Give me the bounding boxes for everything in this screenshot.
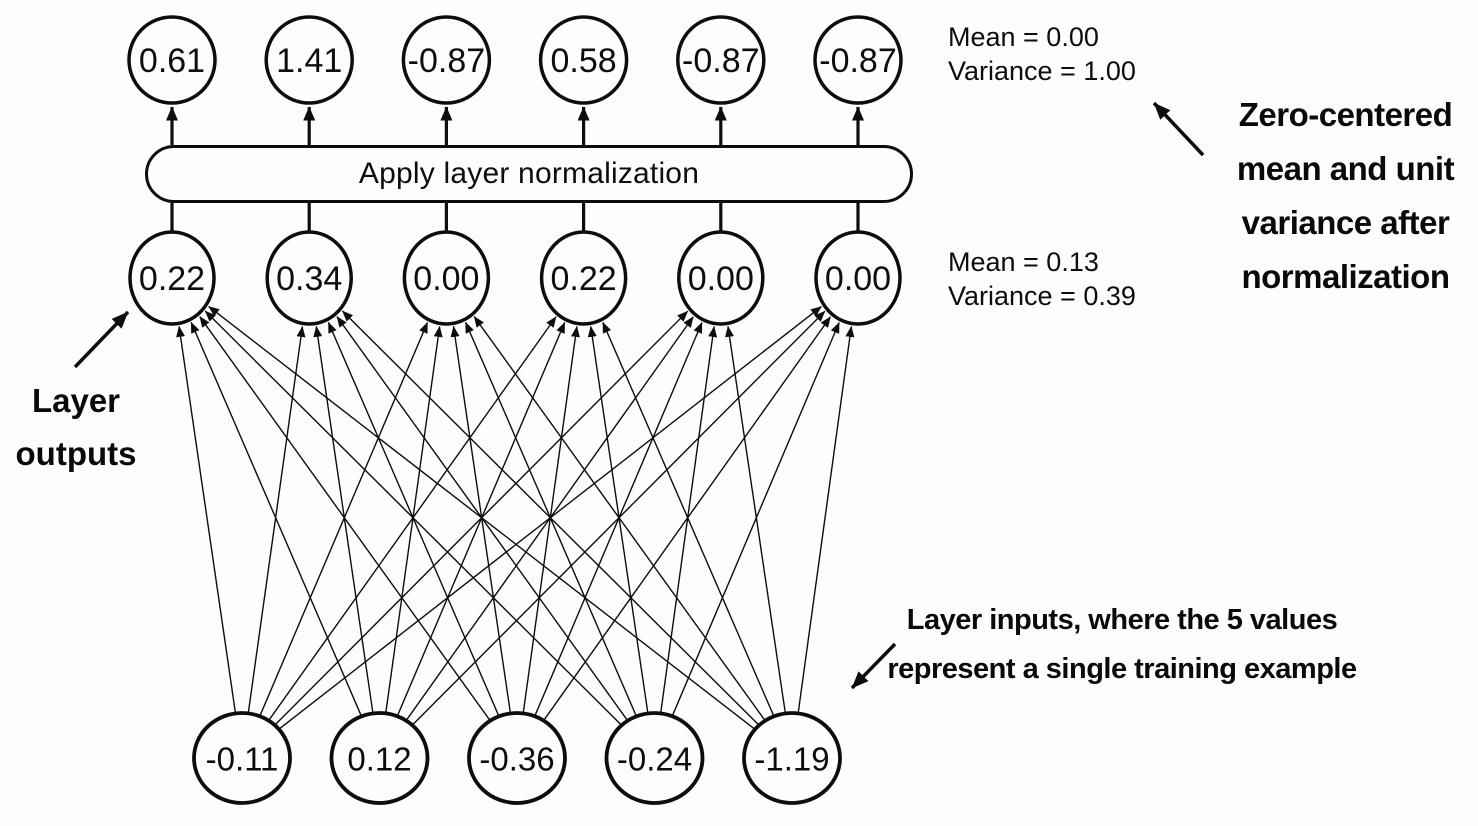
normalized-output-value: -0.87 — [819, 42, 897, 80]
layer-output-value: 0.22 — [551, 260, 617, 298]
normalized-output-node — [538, 15, 629, 105]
normalized-output-node — [401, 15, 492, 105]
layer-output-value: 0.00 — [825, 260, 891, 298]
layer-input-value: -0.36 — [479, 741, 554, 778]
connection-line — [797, 325, 855, 714]
annotation-zero-centered: Zero-centered mean and unit variance aft… — [1203, 88, 1478, 304]
layer-input-value: 0.12 — [347, 741, 411, 778]
connection-line — [247, 325, 306, 714]
connection-line — [259, 321, 429, 717]
connection-line — [313, 325, 374, 714]
stats-before-normalization: Mean = 0.13 Variance = 0.39 — [948, 245, 1136, 313]
normalization-output-arrows — [166, 106, 864, 145]
layer-output-node — [677, 230, 765, 326]
variance-before-label: Variance = 0.39 — [948, 281, 1136, 311]
connection-line — [473, 316, 766, 722]
layer-input-node — [742, 711, 842, 805]
layer-input-node — [604, 711, 705, 805]
normalized-output-node — [264, 15, 354, 105]
zero-centered-annotation-arrow — [1152, 101, 1205, 157]
connection-line — [385, 325, 443, 714]
annotation-layer-outputs: Layer outputs — [6, 374, 146, 480]
connection-line — [208, 305, 756, 730]
layer-output-node — [539, 230, 628, 326]
stats-after-normalization: Mean = 0.00 Variance = 1.00 — [948, 20, 1136, 88]
normalized-output-node — [676, 15, 766, 105]
annotation-layer-outputs-line1: Layer — [31, 382, 121, 419]
connection-line — [341, 310, 760, 726]
connection-line — [602, 321, 775, 717]
layer-normalization-box: Apply layer normalization — [145, 145, 913, 203]
layer-input-node — [192, 711, 292, 805]
annotation-layer-inputs: Layer inputs, where the 5 values represe… — [862, 596, 1382, 694]
connection-line — [725, 325, 787, 714]
annotation-zero-centered-line3: variance after — [1241, 204, 1450, 241]
connection-line — [204, 310, 623, 726]
layer-output-value: 0.00 — [688, 260, 754, 298]
layer-input-value: -0.24 — [617, 741, 692, 778]
layer-output-node-row: 0.22 0.34 0.00 0.22 0.00 0.00 — [128, 230, 902, 326]
connection-line — [199, 316, 491, 722]
normalized-output-node — [813, 15, 903, 105]
normalized-output-value: 0.61 — [139, 42, 205, 80]
normalized-output-value: -0.87 — [682, 42, 760, 80]
layer-output-node — [128, 230, 216, 326]
layer-input-node-row: -0.11 0.12 -0.36 -0.24 -1.19 — [192, 711, 842, 805]
layer-output-node — [814, 230, 902, 326]
layer-output-value: 0.34 — [276, 260, 342, 298]
layer-output-value: 0.22 — [139, 260, 205, 298]
connection-line — [671, 322, 840, 717]
layer-output-value: 0.00 — [413, 260, 479, 298]
connection-line — [450, 325, 512, 714]
layer-inputs-annotation-arrow — [850, 642, 897, 690]
annotation-layer-inputs-line1: Layer inputs, where the 5 values — [906, 604, 1338, 636]
normalized-output-node — [127, 15, 217, 105]
mean-after-label: Mean = 0.00 — [948, 22, 1099, 52]
connection-line — [587, 325, 649, 714]
annotation-layer-outputs-line2: outputs — [15, 435, 137, 472]
layer-input-value: -1.19 — [754, 741, 829, 778]
layer-input-value: -0.11 — [206, 741, 279, 778]
connection-line — [190, 321, 363, 717]
normalized-output-value: -0.87 — [408, 42, 486, 80]
layer-output-node — [265, 230, 353, 326]
input-to-output-connections — [176, 305, 855, 730]
layer-outputs-annotation-arrow — [73, 310, 130, 369]
layer-input-node — [329, 711, 430, 805]
variance-after-label: Variance = 1.00 — [948, 56, 1136, 86]
normalized-output-value: 1.41 — [276, 42, 342, 80]
annotation-zero-centered-line4: normalization — [1241, 258, 1450, 295]
annotation-zero-centered-line2: mean and unit — [1236, 150, 1455, 187]
layer-output-node — [402, 230, 491, 326]
connection-line — [534, 322, 703, 717]
connection-line — [659, 325, 718, 714]
connection-line — [522, 325, 580, 714]
annotation-zero-centered-line1: Zero-centered — [1238, 96, 1453, 133]
annotation-layer-inputs-line2: represent a single training example — [887, 653, 1357, 685]
mean-before-label: Mean = 0.13 — [948, 247, 1099, 277]
normalized-output-node-row: 0.61 1.41 -0.87 0.58 -0.87 -0.87 — [127, 15, 903, 105]
normalized-output-value: 0.58 — [551, 42, 617, 80]
connection-line — [176, 325, 237, 714]
connection-line — [396, 322, 566, 717]
layer-input-node — [467, 711, 567, 805]
output-to-box-connectors — [170, 202, 860, 233]
layer-normalization-box-label: Apply layer normalization — [358, 157, 700, 190]
